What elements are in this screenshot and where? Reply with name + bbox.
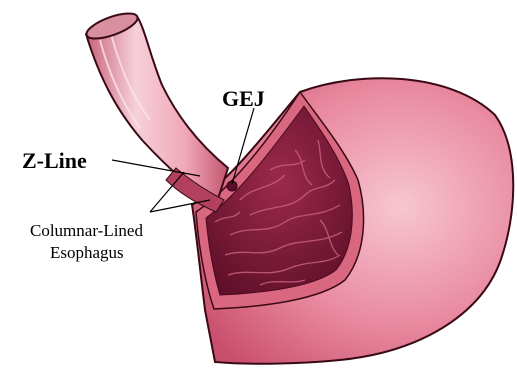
label-gej: GEJ [222, 86, 265, 111]
label-columnar-line1: Columnar-Lined [30, 221, 143, 240]
esophagus-illustration [86, 16, 228, 205]
label-z-line: Z-Line [22, 148, 87, 173]
label-columnar-line2: Esophagus [50, 243, 124, 262]
